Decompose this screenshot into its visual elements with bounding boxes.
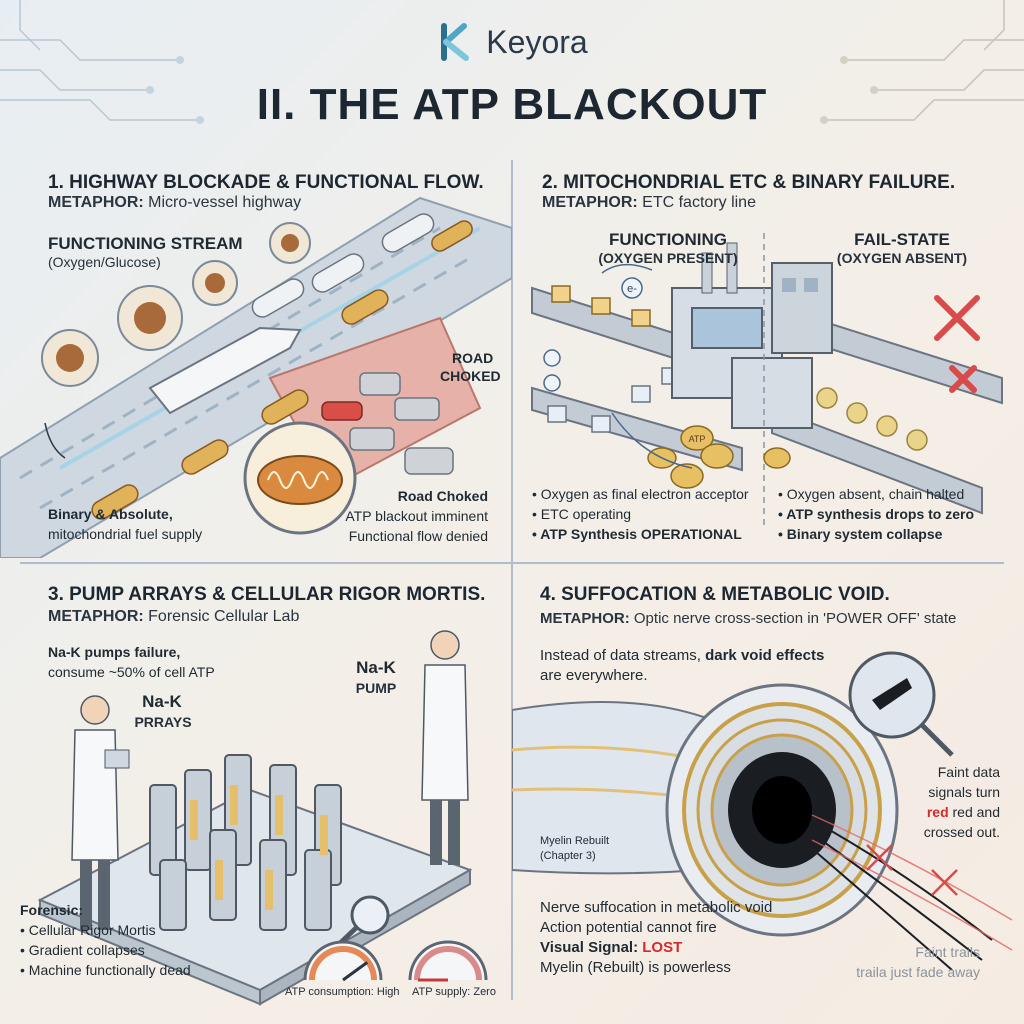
panel-highway-blockade: 1. HIGHWAY BLOCKADE & FUNCTIONAL FLOW. M… — [0, 158, 512, 558]
panel-pump-arrays: 3. PUMP ARRAYS & CELLULAR RIGOR MORTIS. … — [0, 570, 512, 1024]
na-k-arrays-label-1: Na-K — [142, 692, 182, 711]
gauge-consumption-label: ATP consumption: High — [285, 986, 400, 998]
functioning-label: FUNCTIONING — [608, 230, 728, 249]
na-k-pump-label-1: Na-K — [356, 658, 396, 677]
etc-factory-illustration: e- ATP — [531, 233, 1003, 528]
scientist-left-icon — [71, 695, 130, 930]
gauge-supply-icon — [408, 940, 488, 982]
panel3-metaphor: METAPHOR: Forensic Cellular Lab — [48, 608, 300, 625]
circuit-decoration-right — [820, 0, 1024, 124]
panel-metabolic-void: 4. SUFFOCATION & METABOLIC VOID. METAPHO… — [512, 570, 1024, 1024]
fail-state-sub: (OXYGEN ABSENT) — [836, 250, 968, 266]
panel4-faint-signals: Faint data signals turn red red and cros… — [923, 764, 1000, 840]
panel4-bottom-caption: Nerve suffocation in metabolic void Acti… — [540, 899, 773, 976]
crossed-signal-icon — [866, 844, 958, 896]
panel1-metaphor: METAPHOR: Micro-vessel highway — [48, 194, 302, 211]
panel1-left-caption: Binary & Absolute, mitochondrial fuel su… — [48, 506, 203, 542]
car-icon — [321, 401, 363, 421]
functioning-sub: (OXYGEN PRESENT) — [598, 250, 738, 266]
panel-divider-horizontal — [20, 562, 1004, 564]
gauge-consumption-icon — [303, 940, 383, 982]
panel2-right-bullets: • Oxygen absent, chain halted • ATP synt… — [778, 486, 975, 542]
optic-nerve-illustration — [512, 651, 1013, 971]
myelin-rebuilt-label: Myelin Rebuilt (Chapter 3) — [540, 835, 610, 862]
panel2-title: 2. MITOCHONDRIAL ETC & BINARY FAILURE. — [542, 172, 956, 193]
na-k-arrays-label-2: PRRAYS — [134, 714, 192, 730]
brand-header: Keyora — [0, 22, 1024, 62]
na-k-pump-label-2: PUMP — [355, 680, 397, 696]
fail-x-icon — [934, 295, 980, 393]
panel4-trails-caption: Faint trails traila just fade away — [856, 944, 980, 980]
keyora-logo-icon — [441, 23, 470, 61]
panel4-intro: Instead of data streams, dark void effec… — [540, 647, 825, 684]
panel4-title: 4. SUFFOCATION & METABOLIC VOID. — [540, 584, 890, 605]
electron-label: e- — [627, 283, 637, 295]
brand-name: Keyora — [486, 23, 588, 60]
functioning-stream-sub: (Oxygen/Glucose) — [48, 254, 161, 270]
road-label-1: ROAD — [452, 350, 494, 366]
panel3-forensic: Forensic: • Cellular Rigor Mortis • Grad… — [20, 902, 191, 978]
panel-divider-vertical — [511, 160, 513, 1000]
panel3-intro: Na-K pumps failure, consume ~50% of cell… — [48, 644, 215, 680]
page-title: II. THE ATP BLACKOUT — [256, 80, 768, 129]
panel2-left-bullets: • Oxygen as final electron acceptor • ET… — [532, 486, 749, 542]
panel-etc-failure: e- ATP 2. MITOCHONDRIAL ETC & BINARY FAI… — [512, 158, 1024, 558]
circuit-decoration-left — [0, 0, 204, 124]
atp-coin-label: ATP — [689, 434, 706, 444]
fail-state-label: FAIL-STATE — [854, 230, 950, 249]
panel1-title: 1. HIGHWAY BLOCKADE & FUNCTIONAL FLOW. — [48, 172, 484, 193]
road-label-2: CHOKED — [440, 368, 501, 384]
panel3-title: 3. PUMP ARRAYS & CELLULAR RIGOR MORTIS. — [48, 584, 486, 605]
pump-lab-illustration — [37, 630, 488, 1006]
scientist-right-icon — [421, 630, 469, 865]
gauge-supply-label: ATP supply: Zero — [412, 986, 496, 998]
panel4-metaphor: METAPHOR: Optic nerve cross-section in '… — [540, 610, 957, 627]
panel2-metaphor: METAPHOR: ETC factory line — [542, 194, 756, 211]
panel1-right-caption: Road Choked ATP blackout imminent Functi… — [345, 488, 488, 544]
highway-illustration — [0, 196, 512, 558]
functioning-stream-label: FUNCTIONING STREAM — [48, 234, 243, 253]
